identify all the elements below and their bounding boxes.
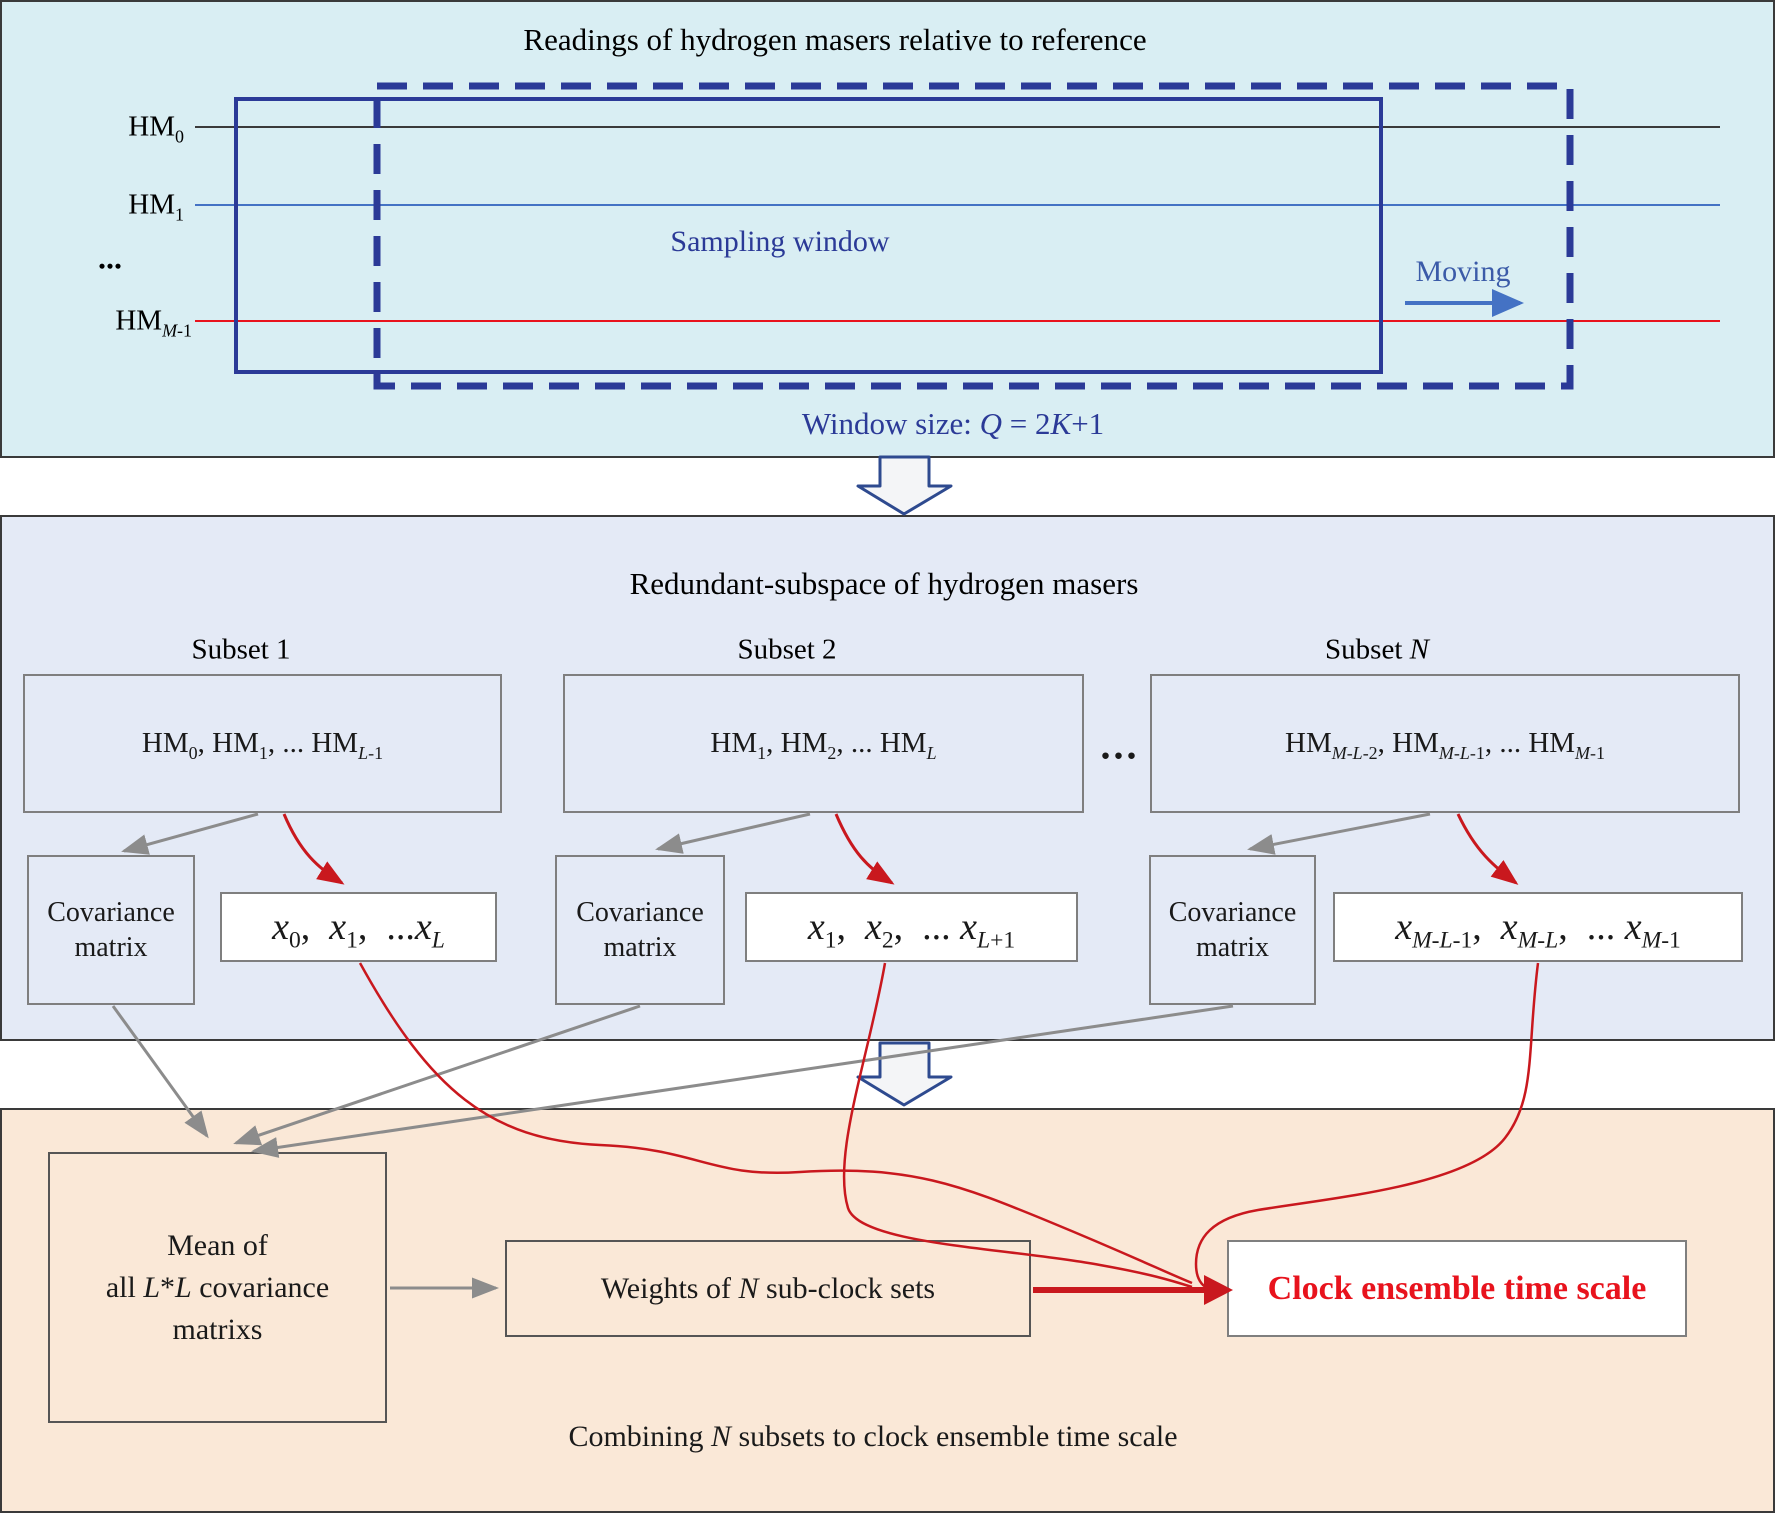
- subset-n-label: Subset N: [1325, 633, 1429, 666]
- x-set-1: x0, x1, ...xL: [272, 906, 445, 954]
- subset-1-content: HM0, HM1, ... HML-1: [141, 727, 384, 763]
- x-set-2: x1, x2, ... xL+1: [807, 906, 1016, 954]
- hm-m-1-label: HMM-1: [115, 304, 192, 341]
- sampling-window-label: Sampling window: [670, 225, 890, 258]
- top-title: Readings of hydrogen masers relative to …: [523, 22, 1147, 57]
- hm-ellipsis: ...: [98, 239, 122, 276]
- down-arrow-middle-icon: [856, 1041, 953, 1107]
- x-set-box-1: x0, x1, ...xL: [220, 892, 497, 962]
- middle-title: Redundant-subspace of hydrogen masers: [629, 566, 1139, 601]
- subset-n-content: HMM-L-2, HMM-L-1, ... HMM-1: [1285, 727, 1605, 763]
- moving-label: Moving: [1415, 255, 1511, 288]
- subset-n-box: HMM-L-2, HMM-L-1, ... HMM-1: [1150, 674, 1740, 813]
- subset-1-box: HM0, HM1, ... HML-1: [23, 674, 502, 813]
- window-size-label: Window size: Q = 2K+1: [801, 406, 1105, 441]
- subset-1-label: Subset 1: [191, 633, 291, 666]
- down-arrow-top-icon: [856, 455, 953, 516]
- clock-ensemble-box: Clock ensemble time scale: [1227, 1240, 1687, 1337]
- subset-2-label: Subset 2: [737, 633, 837, 666]
- subset-2-content: HM1, HM2, ... HML: [710, 727, 937, 763]
- hm0-label: HM0: [128, 110, 184, 147]
- subset-2-box: HM1, HM2, ... HML: [563, 674, 1084, 813]
- subset-ellipsis: ...: [1100, 722, 1140, 768]
- x-set-box-n: xM-L-1, xM-L, ... xM-1: [1333, 892, 1743, 962]
- combining-caption: Combining N subsets to clock ensemble ti…: [568, 1420, 1178, 1453]
- x-set-n: xM-L-1, xM-L, ... xM-1: [1395, 906, 1681, 954]
- x-set-box-2: x1, x2, ... xL+1: [745, 892, 1078, 962]
- weights-label: Weights of N sub-clock sets: [600, 1271, 936, 1305]
- hm1-label: HM1: [128, 188, 184, 225]
- clock-ensemble-label: Clock ensemble time scale: [1267, 1269, 1647, 1307]
- weights-box: Weights of N sub-clock sets: [505, 1240, 1031, 1337]
